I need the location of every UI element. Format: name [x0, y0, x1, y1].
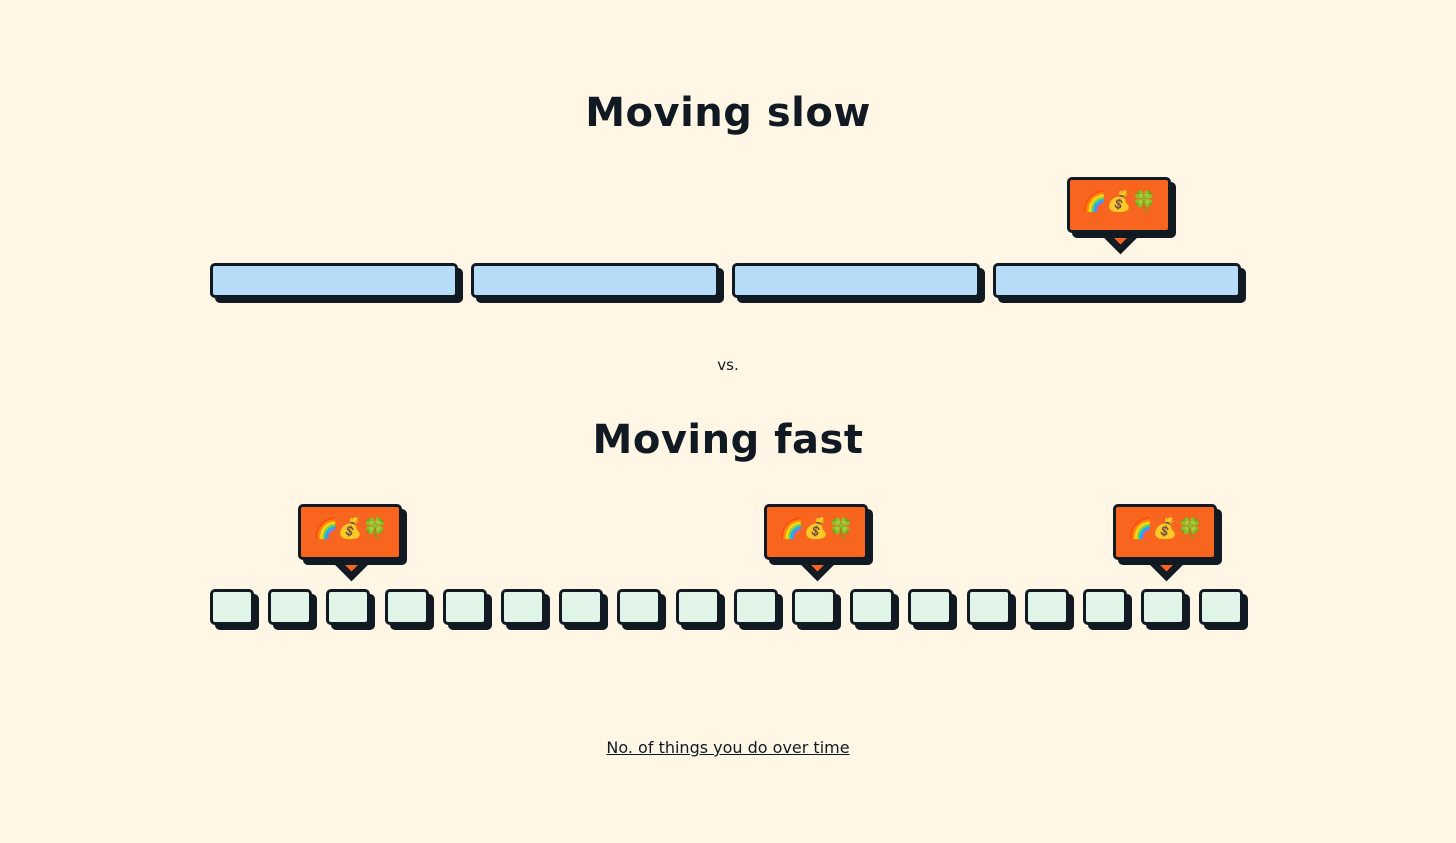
slow-block [210, 263, 458, 298]
fast-block [792, 589, 836, 625]
reward-emoji-icons: 🌈💰🍀 [778, 516, 854, 540]
bubble-pointer-join [1146, 545, 1185, 557]
fast-block [1024, 589, 1069, 625]
fast-block [908, 589, 953, 625]
fast-block [966, 589, 1011, 625]
bubble-body [1067, 177, 1171, 233]
fast-block [617, 589, 662, 625]
reward-bubble: 🌈💰🍀 [1067, 177, 1171, 249]
reward-bubble: 🌈💰🍀 [298, 504, 403, 576]
fast-block [326, 589, 371, 625]
moving-fast-title: Moving fast [592, 417, 864, 463]
fast-block [733, 589, 778, 625]
fast-block [384, 589, 429, 625]
reward-bubble: 🌈💰🍀 [1113, 504, 1218, 576]
reward-emoji-icons: 🌈💰🍀 [313, 516, 388, 540]
fast-block [442, 589, 487, 625]
slow-block [993, 263, 1241, 298]
reward-bubble: 🌈💰🍀 [764, 504, 868, 576]
slow-block [732, 263, 980, 298]
fast-block [675, 589, 720, 625]
fast-block [268, 589, 313, 625]
vs-separator: vs. [717, 356, 739, 374]
fast-block [559, 589, 604, 625]
moving-slow-title: Moving slow [585, 90, 871, 136]
fast-block [210, 589, 254, 625]
slow-block [471, 263, 719, 298]
fast-block [501, 589, 545, 625]
fast-block [1083, 589, 1127, 625]
fast-block [1199, 589, 1244, 625]
fast-block [850, 589, 895, 625]
axis-caption: No. of things you do over time [606, 738, 850, 757]
bubble-pointer-join [331, 545, 370, 557]
bubble-pointer-join [797, 545, 835, 557]
bubble-pointer-join [1100, 218, 1138, 230]
fast-block [1141, 589, 1186, 625]
reward-emoji-icons: 🌈💰🍀 [1081, 189, 1157, 213]
reward-emoji-icons: 🌈💰🍀 [1127, 516, 1203, 540]
